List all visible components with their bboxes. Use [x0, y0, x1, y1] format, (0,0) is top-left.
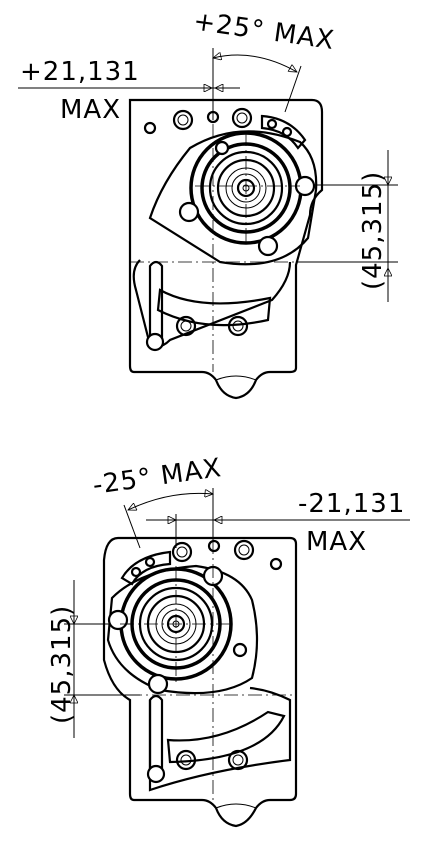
- bottom-offset-value: -21,131: [298, 489, 405, 519]
- bottom-view: -25° MAX -21,131 MAX (45,315): [47, 453, 410, 828]
- bottom-height-dimension: (45,315): [47, 580, 140, 738]
- top-offset-dimension: +21,131 MAX: [18, 57, 240, 125]
- top-offset-value: +21,131: [20, 57, 140, 87]
- top-body-plate: [128, 98, 324, 400]
- top-offset-suffix: MAX: [60, 95, 121, 125]
- bottom-height-label: (45,315): [47, 605, 77, 724]
- top-view: +25° MAX +21,131 MAX (45,315): [18, 7, 398, 400]
- bottom-offset-suffix: MAX: [306, 527, 367, 557]
- top-height-label: (45,315): [358, 171, 388, 290]
- bottom-angle-dimension: -25° MAX: [91, 453, 224, 549]
- bottom-offset-dimension: -21,131 MAX: [146, 489, 410, 557]
- top-height-dimension: (45,315): [296, 150, 398, 302]
- bottom-body-plate: [102, 536, 298, 828]
- top-rotor-plate: [148, 130, 318, 266]
